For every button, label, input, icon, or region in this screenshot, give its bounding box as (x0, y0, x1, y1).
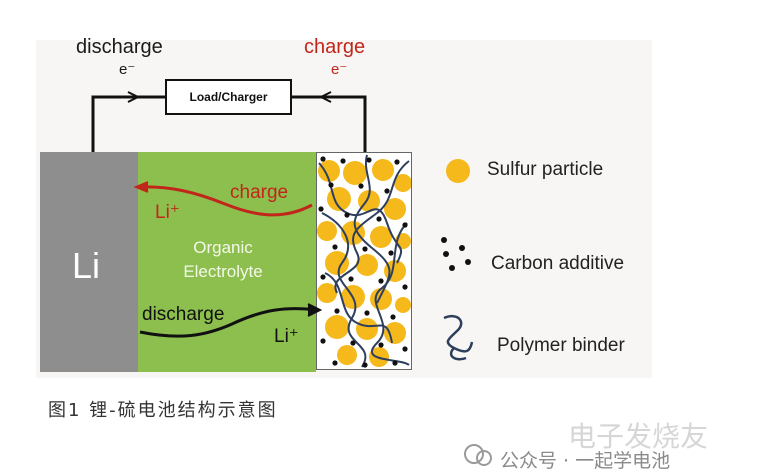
discharge-arrow-label: discharge (142, 304, 225, 325)
electron-label-left: e⁻ (119, 61, 136, 78)
figure-caption: 图1 锂-硫电池结构示意图 (48, 400, 278, 421)
electrolyte-label-line1: Organic (193, 238, 253, 257)
charge-curve (139, 185, 313, 217)
watermark-logo-icon (464, 444, 492, 466)
anode-label: Li (72, 245, 101, 286)
arrow-icon (318, 91, 332, 103)
arrow-icon-right (318, 91, 332, 103)
electron-label-right: e⁻ (331, 61, 348, 78)
sulfur-cathode (316, 152, 412, 370)
lithium-anode (40, 152, 138, 372)
carbon-dot-icon (441, 237, 471, 271)
polymer-binder-strands (318, 154, 410, 368)
legend-icons (441, 159, 474, 361)
electrolyte-label-line2: Electrolyte (183, 262, 263, 281)
arrow-icon-charge (133, 181, 149, 193)
arrow-icon (133, 181, 149, 193)
arrow-icon-left (127, 91, 141, 103)
legend-sulfur-label: Sulfur particle (487, 159, 604, 180)
lithium-ion-black: Li⁺ (274, 326, 299, 347)
discharge-label-top: discharge (76, 36, 163, 58)
arrow-icon (127, 91, 141, 103)
legend-binder-label: Polymer binder (497, 335, 625, 356)
load-charger-box: Load/Charger (165, 79, 292, 115)
electrolyte-label: Organic Electrolyte (158, 236, 288, 284)
cathode-composite (317, 154, 412, 368)
charge-label-top: charge (304, 36, 366, 58)
charge-arrow-label: charge (230, 182, 289, 203)
wire-left (91, 95, 165, 152)
watermark-title: 电子发烧友 (568, 420, 709, 453)
legend-carbon-label: Carbon additive (491, 253, 625, 274)
arrow-icon (307, 303, 323, 317)
watermark-subtitle: 公众号 · 一起学电池 (500, 450, 671, 472)
lithium-ion-red: Li⁺ (155, 202, 180, 223)
sulfur-particle-icon (446, 159, 470, 183)
polymer-binder-icon (443, 314, 474, 361)
carbon-dots (318, 156, 408, 368)
wire-right (292, 95, 367, 152)
discharge-curve (139, 307, 319, 338)
arrow-icon-discharge (307, 303, 323, 317)
